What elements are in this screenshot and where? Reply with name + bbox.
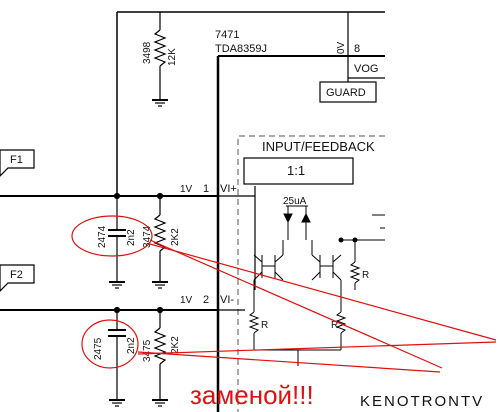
input-feedback-box	[237, 135, 385, 412]
annotation-text: заменой!!!	[190, 380, 314, 410]
ratio-block: 1:1	[243, 157, 354, 185]
pointer-line-d	[137, 341, 497, 355]
r3475-ref: 3475	[142, 339, 153, 362]
ic-body	[116, 11, 385, 412]
c2474-ref: 2474	[97, 225, 108, 248]
label-0v: 0V	[336, 41, 347, 54]
flag-f1-label: F1	[10, 154, 23, 166]
resistor-r-a: R	[261, 320, 268, 331]
r3474-value: 2K2	[170, 228, 181, 246]
c2475-value: 2n2	[126, 337, 137, 354]
ic-part: TDA8359J	[215, 43, 267, 55]
pointer-line-b	[149, 243, 497, 341]
resistor-3498	[152, 12, 168, 107]
red-markup	[71, 215, 497, 373]
r3498-value: 12K	[167, 48, 178, 66]
resistor-3475	[152, 306, 168, 407]
capacitor-2474	[108, 192, 126, 289]
pointer-line-c	[137, 351, 441, 373]
pointer-line-a	[149, 239, 443, 369]
ratio-label: 1:1	[287, 163, 305, 178]
input-stage-circuit	[248, 205, 385, 366]
pin-vog: VOG	[354, 63, 378, 75]
r3474-ref: 3474	[142, 225, 153, 248]
vog-wire	[347, 12, 385, 82]
r3475-value: 2K2	[170, 336, 181, 354]
guard-label: GUARD	[326, 87, 366, 99]
current-source-label: 25uA	[283, 196, 307, 207]
input-feedback-label: INPUT/FEEDBACK	[262, 139, 375, 154]
pin-8: 8	[354, 43, 360, 55]
highlight-ellipse-2475	[81, 319, 139, 369]
r3498-ref: 3498	[142, 41, 153, 64]
label-1v-a: 1V	[180, 184, 193, 195]
pin-2: 2	[203, 294, 209, 306]
resistor-r-c: R	[362, 270, 369, 281]
label-1v-b: 1V	[180, 295, 193, 306]
c2474-value: 2n2	[126, 229, 137, 246]
pin-1: 1	[203, 183, 209, 195]
pin-vi-plus: VI+	[220, 183, 237, 195]
highlight-ellipse-2474	[71, 215, 153, 257]
resistor-3474	[152, 192, 168, 289]
flag-f1: F1	[0, 149, 35, 177]
flag-f2: F2	[0, 264, 35, 292]
flag-f2-label: F2	[10, 269, 23, 281]
watermark-text: KENOTRONTV	[360, 393, 484, 410]
ic-ref: 7471	[215, 29, 239, 41]
guard-block: GUARD	[319, 81, 377, 103]
resistor-r-b: R	[331, 320, 338, 331]
pin-vi-minus: VI-	[220, 294, 234, 306]
c2475-ref: 2475	[93, 337, 104, 360]
capacitor-2475	[108, 306, 126, 407]
